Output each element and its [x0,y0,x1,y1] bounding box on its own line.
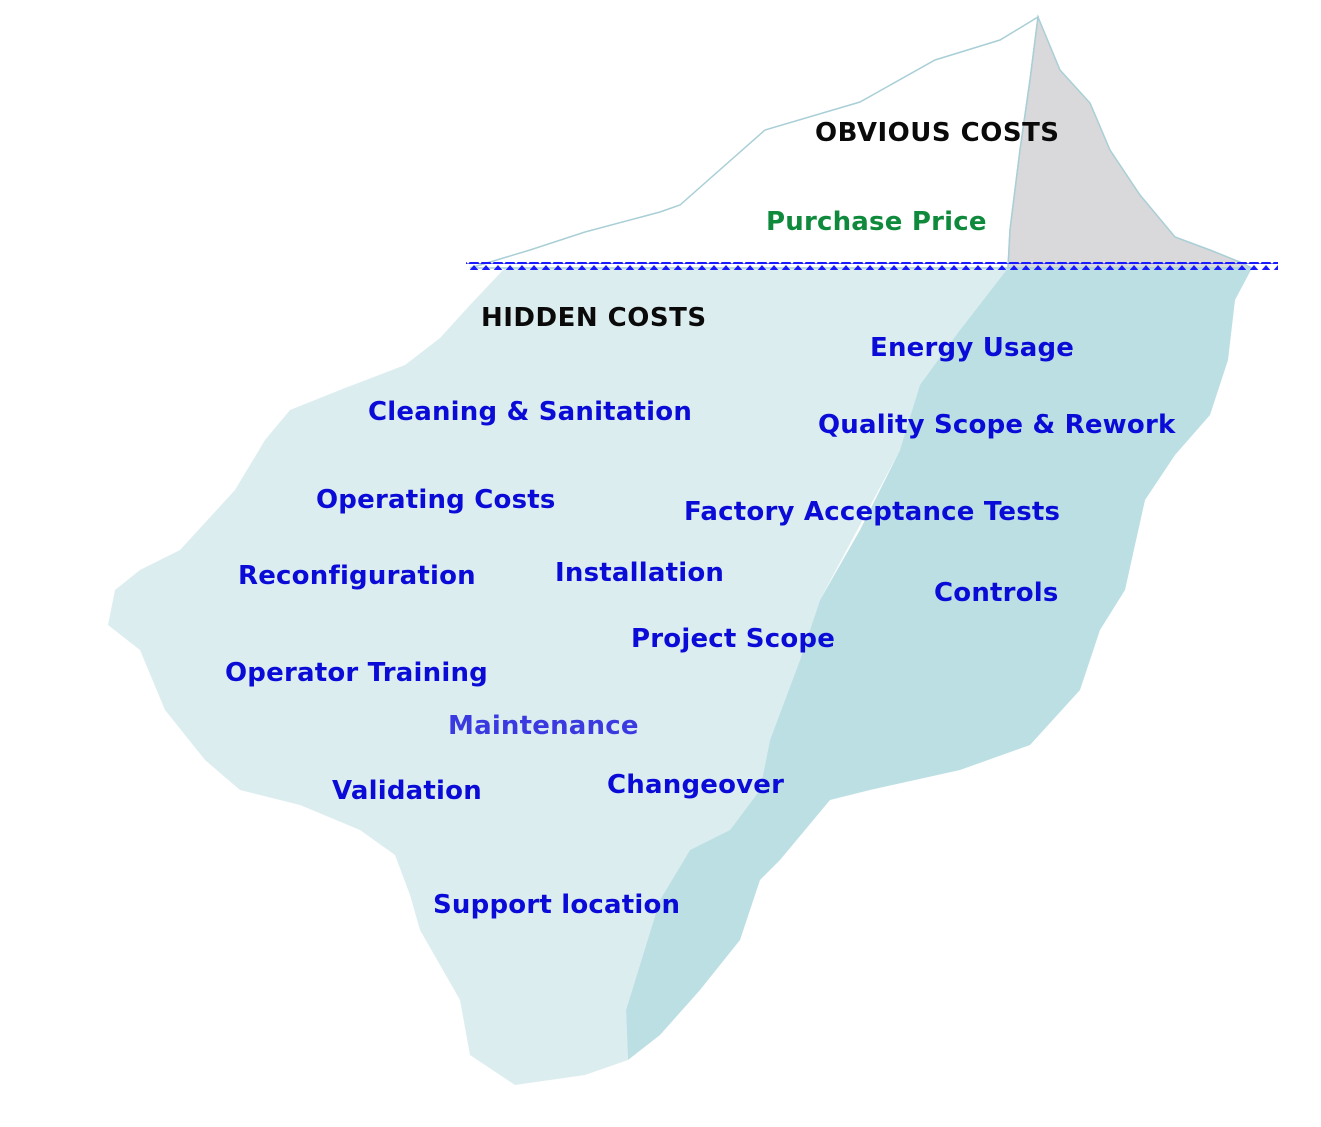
energy-usage-label: Energy Usage [870,333,1075,363]
reconfiguration-label: Reconfiguration [238,561,476,591]
validation-label: Validation [332,776,482,806]
purchase-price-label: Purchase Price [766,207,987,237]
submerged-iceberg-dark [626,268,1252,1060]
maintenance-label: Maintenance [448,711,639,741]
quality-scope-rework-label: Quality Scope & Rework [818,410,1176,440]
cleaning-sanitation-label: Cleaning & Sanitation [368,397,693,427]
changeover-label: Changeover [607,770,785,800]
project-scope-label: Project Scope [631,624,836,654]
operating-costs-label: Operating Costs [316,485,556,515]
installation-label: Installation [555,558,725,588]
hidden-costs-heading: HIDDEN COSTS [481,303,707,333]
submerged-iceberg-light [108,268,1008,1085]
controls-label: Controls [934,578,1059,608]
support-location-label: Support location [433,890,681,920]
iceberg-tip-shadow [1007,14,1253,269]
operator-training-label: Operator Training [225,658,488,688]
obvious-costs-heading: OBVIOUS COSTS [815,118,1060,148]
waterline [466,262,1278,270]
factory-acceptance-tests-label: Factory Acceptance Tests [684,497,1061,527]
